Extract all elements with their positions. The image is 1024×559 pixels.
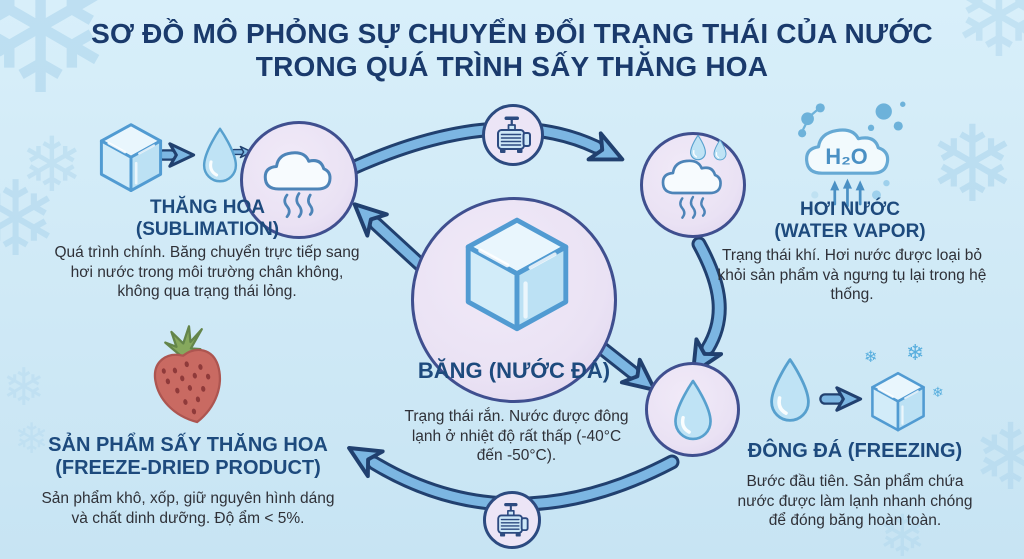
sublimation-heading-line1: THĂNG HOA xyxy=(149,197,266,218)
vacuum-pump-circle-top xyxy=(482,104,544,166)
product-heading: SẢN PHẨM SẤY THĂNG HOA (FREEZE-DRIED PRO… xyxy=(28,434,348,480)
snowflake-icon: ❄ xyxy=(864,349,878,366)
ice-cube-icon xyxy=(456,214,578,336)
snowflake-icon: ❄ xyxy=(20,123,84,208)
product-heading-line2: (FREEZE-DRIED PRODUCT) xyxy=(55,457,321,479)
ice-description: Trạng thái rắn. Nước được đông lạnh ở nh… xyxy=(404,408,629,465)
vacuum-pump-circle-bottom xyxy=(483,491,541,549)
page-title-line2: TRONG QUÁ TRÌNH SẤY THĂNG HOA xyxy=(255,51,769,83)
snowflake-icon: ❄ xyxy=(878,504,927,559)
vapor-heading-line1: HƠI NƯỚC xyxy=(800,199,900,220)
water-droplet-icon xyxy=(769,357,811,423)
sublimation-heading-line2: (SUBLIMATION) xyxy=(135,218,280,240)
page-title-line1: SƠ ĐỒ MÔ PHỎNG SỰ CHUYỂN ĐỔI TRẠNG THÁI … xyxy=(91,18,933,49)
frozen-cube-icon xyxy=(871,371,925,432)
freezing-description: Bước đầu tiên. Sản phẩm chứa nước được l… xyxy=(737,473,973,530)
strawberry-icon xyxy=(144,324,230,430)
snowflake-icon: ❄ xyxy=(932,384,944,400)
product-description: Sản phẩm khô, xốp, giữ nguyên hình dáng … xyxy=(41,490,335,527)
sublimation-circle xyxy=(240,121,358,239)
snowflake-icon: ❄ xyxy=(14,415,50,462)
vapor-heading-line2: (WATER VAPOR) xyxy=(774,220,926,242)
snowflake-icon: ❄ xyxy=(0,0,116,130)
arrow-vapor-to-freezing xyxy=(691,236,727,375)
h2o-cloud-icon: H₂O xyxy=(796,99,908,208)
small-droplet-icon xyxy=(713,139,727,161)
sublimation-description: Quá trình chính. Băng chuyển trực tiếp s… xyxy=(54,244,360,301)
vapor-description: Trạng thái khí. Hơi nước được loại bỏ kh… xyxy=(717,247,987,304)
snowflake-icon: ❄ xyxy=(906,340,925,365)
snowflake-icon: ❄ xyxy=(928,106,1017,224)
vacuum-pump-icon xyxy=(497,501,529,538)
arrow-sublimation-to-vapor xyxy=(338,121,625,179)
h2o-label: H₂O xyxy=(825,144,867,169)
water-droplet-icon xyxy=(673,378,712,441)
water-droplet-icon xyxy=(202,127,238,183)
page-title: SƠ ĐỒ MÔ PHỎNG SỰ CHUYỂN ĐỔI TRẠNG THÁI … xyxy=(0,17,1024,83)
freezing-heading: ĐÔNG ĐÁ (FREEZING) xyxy=(715,440,995,463)
ice-heading: BĂNG (NƯỚC ĐÁ) xyxy=(417,358,611,383)
ice-circle: BĂNG (NƯỚC ĐÁ) xyxy=(411,197,617,403)
ice-cube-icon xyxy=(99,123,163,193)
snowflake-icon: ❄ xyxy=(0,162,60,278)
snowflake-icon: ❄ xyxy=(972,407,1024,509)
snowflake-icon: ❄ xyxy=(2,359,46,417)
vacuum-pump-icon xyxy=(496,115,532,155)
small-droplet-icon xyxy=(689,134,707,161)
freezing-circle xyxy=(645,362,740,457)
freezing-heading-line1: ĐÔNG ĐÁ (FREEZING) xyxy=(747,440,963,462)
sublimation-heading: THĂNG HOA (SUBLIMATION) xyxy=(55,197,360,241)
vapor-heading: HƠI NƯỚC (WATER VAPOR) xyxy=(715,199,985,243)
product-heading-line1: SẢN PHẨM SẤY THĂNG HOA xyxy=(48,434,328,456)
snowflake-icon: ❄ xyxy=(952,0,1024,80)
